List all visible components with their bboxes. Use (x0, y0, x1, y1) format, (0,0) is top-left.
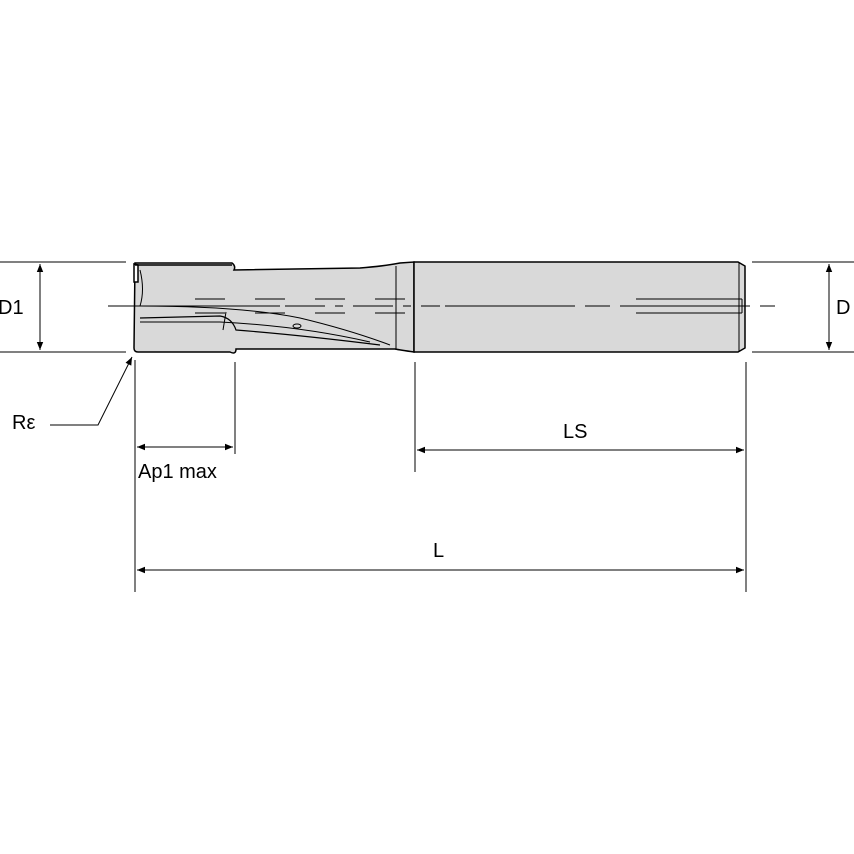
corner-radius-leader (50, 356, 133, 426)
ap1max-label: Ap1 max (138, 461, 217, 483)
ls-label: LS (563, 421, 588, 443)
d1-label: D1 (0, 297, 24, 319)
d-label: D (836, 297, 851, 319)
cutting-head (133, 261, 415, 354)
corner-radius-label: Rε (12, 412, 36, 434)
dimension-lines (0, 261, 854, 592)
centerline (108, 298, 775, 314)
l-label: L (433, 540, 445, 562)
shank (413, 261, 746, 353)
